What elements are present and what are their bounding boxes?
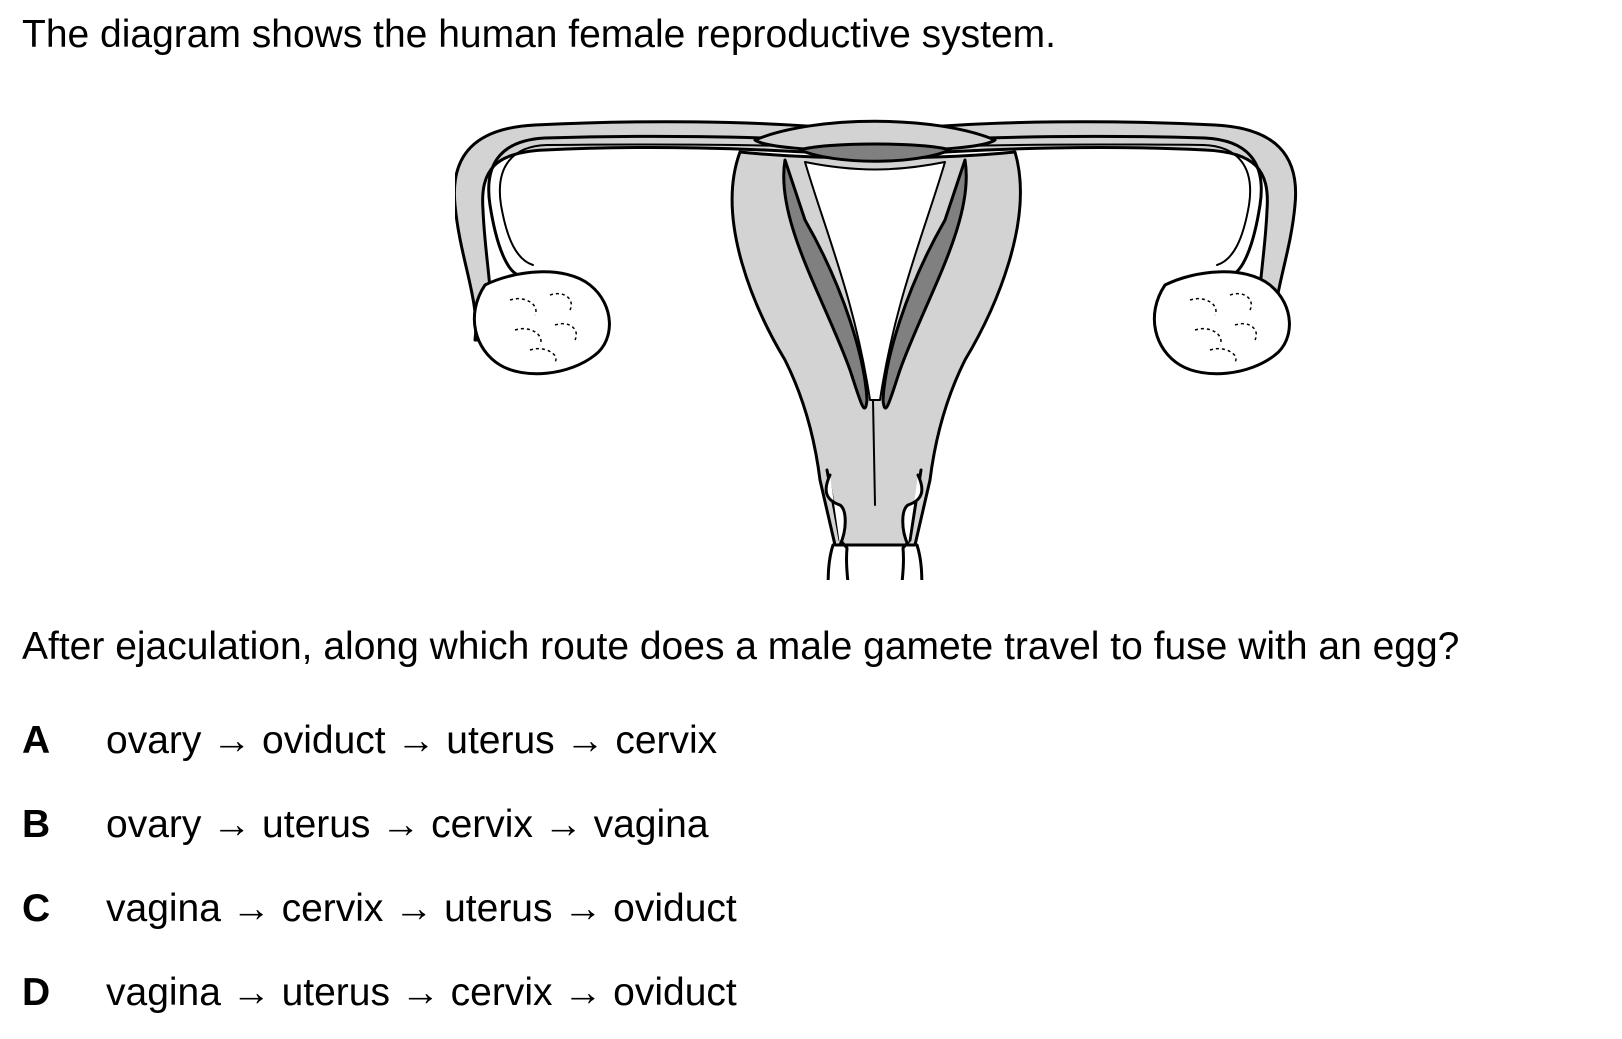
option-text: ovary → oviduct → uterus → cervix	[106, 719, 718, 762]
option-text: vagina → uterus → cervix → oviduct	[106, 971, 737, 1014]
left-oviduct-lumen	[487, 134, 852, 277]
female-reproductive-system-diagram	[455, 119, 1298, 580]
option-letter: D	[22, 971, 51, 1014]
right-ovary	[1152, 270, 1291, 376]
option-letter: C	[22, 887, 51, 930]
vagina-left-wall	[824, 473, 847, 547]
endometrium	[782, 158, 869, 410]
left-ovary	[472, 270, 611, 376]
option-text: ovary → uterus → cervix → vagina	[106, 803, 709, 846]
question-text: After ejaculation, along which route doe…	[22, 625, 1460, 668]
right-oviduct-lumen	[898, 134, 1263, 277]
vagina-right-wall	[901, 473, 924, 547]
uterus-top-lining	[798, 142, 952, 163]
uterine-cavity	[804, 161, 946, 401]
cervix	[825, 468, 850, 580]
option-letter: B	[22, 803, 51, 846]
option-letter: A	[22, 719, 51, 762]
intro-text: The diagram shows the human female repro…	[22, 13, 1056, 56]
option-text: vagina → cervix → uterus → oviduct	[106, 887, 737, 930]
